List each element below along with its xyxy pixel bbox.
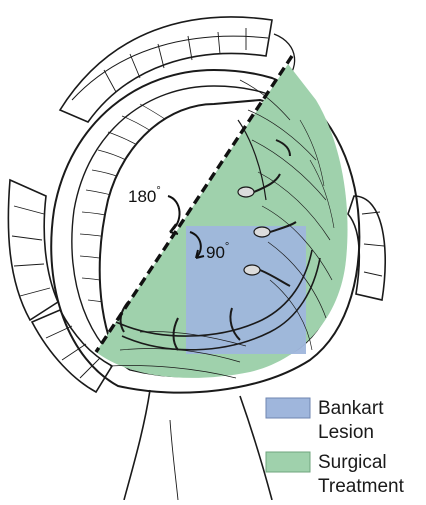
angle-arrow-180 [167, 195, 181, 235]
legend: Bankart Lesion Surgical Treatment [265, 397, 405, 497]
angle-arrow-90 [189, 231, 205, 259]
dividing-dashed-line [94, 55, 294, 353]
legend-label-surgical-line1: Surgical [318, 452, 387, 473]
legend-label-surgical-line2: Treatment [318, 476, 405, 497]
angle-label-180: 180° [128, 185, 161, 206]
left-muscle-bands [7, 178, 114, 394]
humeral-shaft [123, 389, 273, 501]
legend-swatch-surgical [265, 451, 311, 473]
repaired-labrum [115, 119, 321, 351]
anchor-1 [237, 186, 255, 198]
anchor-2 [253, 226, 271, 238]
degree-symbol-90: ° [225, 241, 229, 253]
surgical-fibers [109, 79, 335, 379]
degree-symbol-180: ° [156, 185, 160, 197]
angle-label-90: 90° [206, 241, 229, 262]
legend-label-bankart-line1: Bankart [318, 398, 384, 419]
legend-label-bankart-line2: Lesion [318, 422, 374, 443]
anchor-3 [243, 264, 261, 276]
right-muscle-bands [347, 195, 387, 301]
legend-swatch-bankart [265, 397, 311, 419]
suture-anchors [119, 139, 297, 351]
bankart-lesion-region [186, 226, 306, 354]
